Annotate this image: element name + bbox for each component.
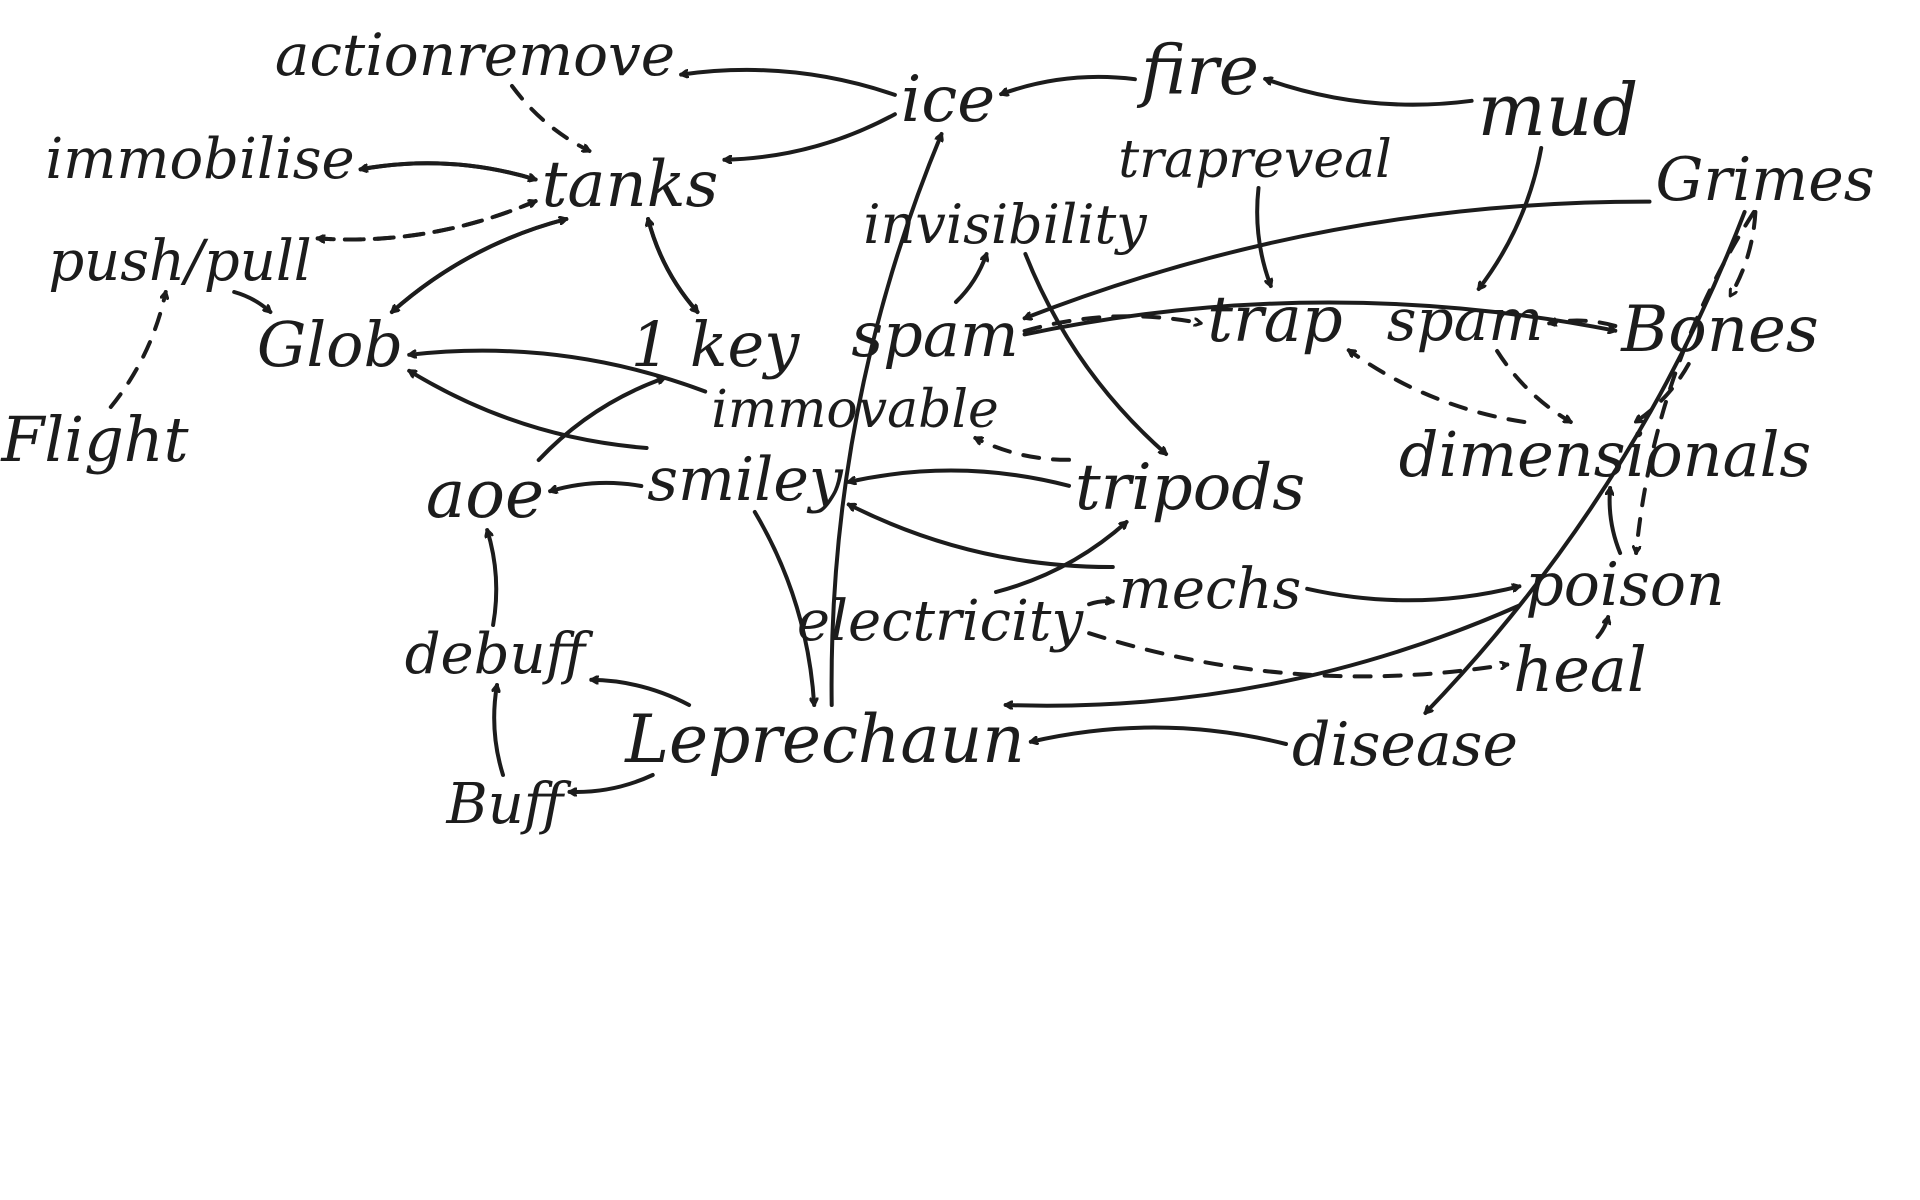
node-ice: ice [900,63,996,137]
node-disease: disease [1292,710,1518,780]
edge-actionremove-to-tanks [510,84,592,153]
edge-tanks-to-onekey [646,217,700,314]
node-aoe: aoe [425,456,545,533]
edge-spam2-to-dimensionals [1495,349,1573,424]
node-invisibility: invisibility [863,193,1147,256]
edge-spam1-to-bones [1022,300,1618,337]
edge-mud-to-fire [1263,79,1474,107]
node-tanks: tanks [541,148,719,222]
edge-spam1-to-trap [1022,314,1204,333]
edge-trapreveal-to-trap [1255,186,1271,288]
edge-tripods-to-immovable [973,436,1071,462]
node-onekey: 1 key [630,308,800,381]
node-spam1: spam [851,298,1019,371]
edge-group [108,67,1758,792]
node-mud: mud [1477,68,1639,152]
edge-grimes-to-bones [1728,210,1758,298]
node-trap: trap [1207,283,1343,357]
edge-pushpull-to-tanks [315,201,538,242]
edge-debuff-to-aoe [487,528,499,627]
edge-poison-to-dimensionals [1610,486,1623,555]
node-smiley: smiley [647,445,843,515]
node-mechs: mechs [1118,557,1302,622]
edge-grimes-to-spam1 [1022,199,1652,319]
node-spam2: spam [1386,286,1544,354]
edge-tanks-to-glob [389,217,569,314]
edge-leprechaun-to-buff [567,773,655,792]
edge-onekey-to-tanks [648,217,700,314]
edge-mechs-to-poison [1305,586,1522,603]
node-immobilise: immobilise [45,127,355,192]
edge-leprechaun-to-ice [829,132,942,707]
edge-disease-to-leprechaun [1028,725,1288,746]
edge-mechs-to-smiley [846,502,1115,570]
edge-grimes-to-poison [1636,210,1756,555]
edge-aoe-to-onekey [536,378,667,462]
edge-smiley-to-glob [407,368,649,450]
edge-mud-to-spam2 [1476,146,1544,291]
edge-invisibility-to-tripods [1023,252,1169,456]
edge-smiley-to-aoe [548,480,644,491]
node-buff: Buff [446,772,564,837]
edge-ice-to-tanks [722,112,897,160]
edge-ice-to-actionremove [679,67,897,97]
edge-leprechaun-to-debuff [589,680,692,707]
edge-grimes-to-disease [1423,210,1747,715]
node-glob: Glob [256,308,404,381]
node-flight: Flight [1,403,189,476]
edge-poison-to-leprechaun [1003,603,1522,706]
node-immovable: immovable [711,380,999,440]
node-trapreveal: trapreveal [1118,130,1392,190]
node-debuff: debuff [404,622,586,687]
edge-electricity-to-mechs [1087,601,1115,607]
edge-pushpull-to-glob [232,290,273,314]
edge-electricity-to-tripods [994,520,1129,594]
edge-tripods-to-smiley [846,468,1071,488]
edge-smiley-to-leprechaun [752,510,814,707]
node-dimensionals: dimensionals [1398,418,1812,491]
node-fire: fire [1140,32,1260,111]
edge-spam1-to-invisibility [954,252,987,304]
edge-immovable-to-glob [407,348,708,394]
node-pushpull: push/pull [48,229,312,294]
node-grimes: Grimes [1655,145,1875,215]
node-tripods: tripods [1074,451,1306,525]
node-leprechaun: Leprechaun [625,701,1025,778]
edge-dimensionals-to-trap [1346,348,1527,424]
node-heal: heal [1513,633,1647,706]
edge-tanks-to-immobilise [358,161,538,182]
edge-buff-to-debuff [494,683,505,777]
edge-heal-to-poison [1595,615,1609,639]
edge-electricity-to-heal [1087,631,1510,679]
edge-bones-to-spam2 [1547,321,1618,328]
edge-flight-to-pushpull [108,290,166,409]
edge-tanks-to-pushpull [315,199,538,239]
node-bones: Bones [1621,293,1819,367]
node-poison: poison [1525,550,1725,620]
edge-bones-to-dimensionals [1633,362,1691,424]
node-actionremove: actionremove [274,21,676,89]
edge-fire-to-ice [999,74,1137,94]
node-electricity: electricity [796,589,1084,654]
